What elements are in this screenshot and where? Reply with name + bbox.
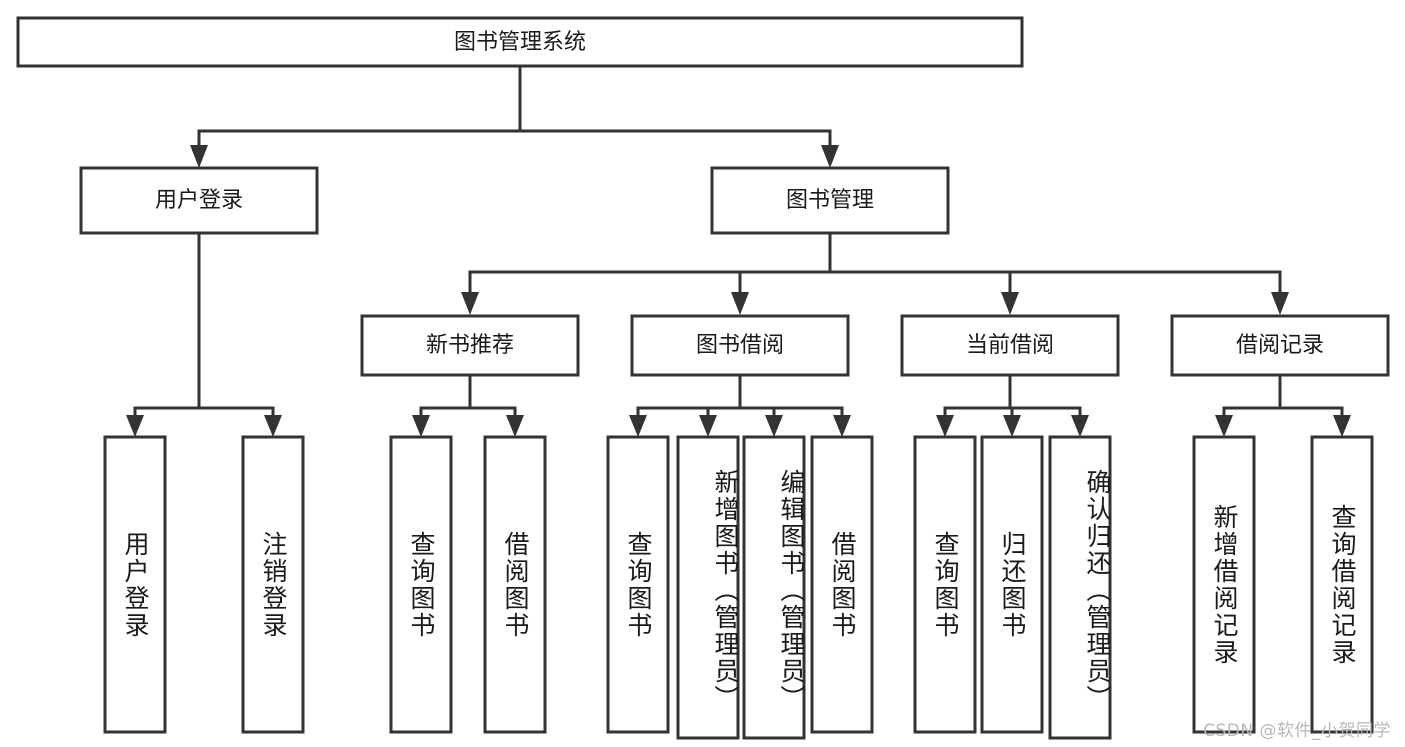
connector-group-current-borrow <box>936 373 1089 437</box>
arrow-head-leaf-currentborrow-2 <box>1003 415 1021 437</box>
arrow-head-to-book-manage <box>821 145 839 168</box>
arrow-head-leaf-newbook-2 <box>506 415 524 437</box>
leaf-boxes-current-borrow <box>913 435 1112 740</box>
arrow-head-leaf-currentborrow-1 <box>936 415 954 437</box>
arrow-head-to-new-book <box>461 292 479 315</box>
arrow-head-to-current-borrow <box>1001 292 1019 315</box>
leaf-box-book-borrow-2[interactable] <box>676 435 740 740</box>
leaf-box-current-borrow-1[interactable] <box>913 435 977 734</box>
node-borrow-records[interactable]: 借阅记录 <box>1170 314 1390 377</box>
leaf-box-book-borrow-4[interactable] <box>810 435 874 734</box>
node-book-manage-box[interactable] <box>710 166 950 235</box>
leaf-box-borrow-records-1[interactable] <box>1192 435 1256 734</box>
connector-group-root <box>190 64 839 168</box>
node-book-borrow-label: 图书借阅 <box>696 333 784 358</box>
node-root-box[interactable] <box>16 16 1024 68</box>
leaf-boxes-new-book <box>389 435 547 734</box>
leaf-box-current-borrow-2[interactable] <box>980 435 1044 734</box>
arrow-head-leaf-newbook-1 <box>412 415 430 437</box>
arrow-head-to-user-login <box>190 145 208 168</box>
connector-group-book-manage <box>461 231 1289 315</box>
leaf-boxes-user-login <box>103 435 305 734</box>
leaf-box-book-borrow-1[interactable] <box>606 435 670 734</box>
arrow-head-leaf-currentborrow-3 <box>1071 415 1089 437</box>
node-book-manage-label: 图书管理 <box>786 188 874 213</box>
arrow-head-leaf-bookborrow-2 <box>699 415 717 437</box>
arrow-head-leaf-borrowrecords-1 <box>1215 415 1233 437</box>
node-current-borrow[interactable]: 当前借阅 <box>900 314 1120 377</box>
arrow-head-leaf-user-login-2 <box>264 415 282 437</box>
arrow-head-leaf-bookborrow-1 <box>629 415 647 437</box>
leaf-boxes-book-borrow <box>606 435 874 740</box>
node-user-login-box[interactable] <box>79 166 319 235</box>
leaf-box-book-borrow-3[interactable] <box>742 435 806 740</box>
connector-group-borrow-records <box>1215 373 1351 437</box>
arrow-head-to-book-borrow <box>731 292 749 315</box>
node-current-borrow-label: 当前借阅 <box>966 333 1054 358</box>
leaf-box-user-login-2[interactable] <box>241 435 305 734</box>
leaf-box-new-book-2[interactable] <box>483 435 547 734</box>
leaf-box-user-login-1[interactable] <box>103 435 167 734</box>
node-book-manage[interactable]: 图书管理 <box>710 166 950 235</box>
node-new-book-recommend[interactable]: 新书推荐 <box>360 314 580 377</box>
node-borrow-records-label: 借阅记录 <box>1236 333 1324 358</box>
node-book-borrow[interactable]: 图书借阅 <box>630 314 850 377</box>
leaf-box-borrow-records-2[interactable] <box>1310 435 1374 734</box>
arrow-head-leaf-borrowrecords-2 <box>1333 415 1351 437</box>
node-root-label: 图书管理系统 <box>454 30 586 55</box>
node-new-book-recommend-box[interactable] <box>360 314 580 377</box>
arrow-head-leaf-bookborrow-3 <box>765 415 783 437</box>
node-book-borrow-box[interactable] <box>630 314 850 377</box>
node-current-borrow-box[interactable] <box>900 314 1120 377</box>
leaf-box-current-borrow-3[interactable] <box>1048 435 1112 740</box>
leaf-boxes-borrow-records <box>1192 435 1374 734</box>
leaf-box-new-book-1[interactable] <box>389 435 453 734</box>
connector-group-new-book <box>412 373 524 437</box>
node-borrow-records-box[interactable] <box>1170 314 1390 377</box>
node-root[interactable]: 图书管理系统 <box>16 16 1024 68</box>
connector-group-book-borrow <box>629 373 851 437</box>
csdn-watermark: CSDN @软件_小贺同学 <box>1203 721 1391 741</box>
arrow-head-leaf-bookborrow-4 <box>833 415 851 437</box>
node-user-login-label: 用户登录 <box>155 188 243 213</box>
connector-group-user-login <box>126 231 282 437</box>
arrow-head-to-borrow-records <box>1271 292 1289 315</box>
node-user-login[interactable]: 用户登录 <box>79 166 319 235</box>
node-new-book-recommend-label: 新书推荐 <box>426 333 514 358</box>
arrow-head-leaf-user-login-1 <box>126 415 144 437</box>
